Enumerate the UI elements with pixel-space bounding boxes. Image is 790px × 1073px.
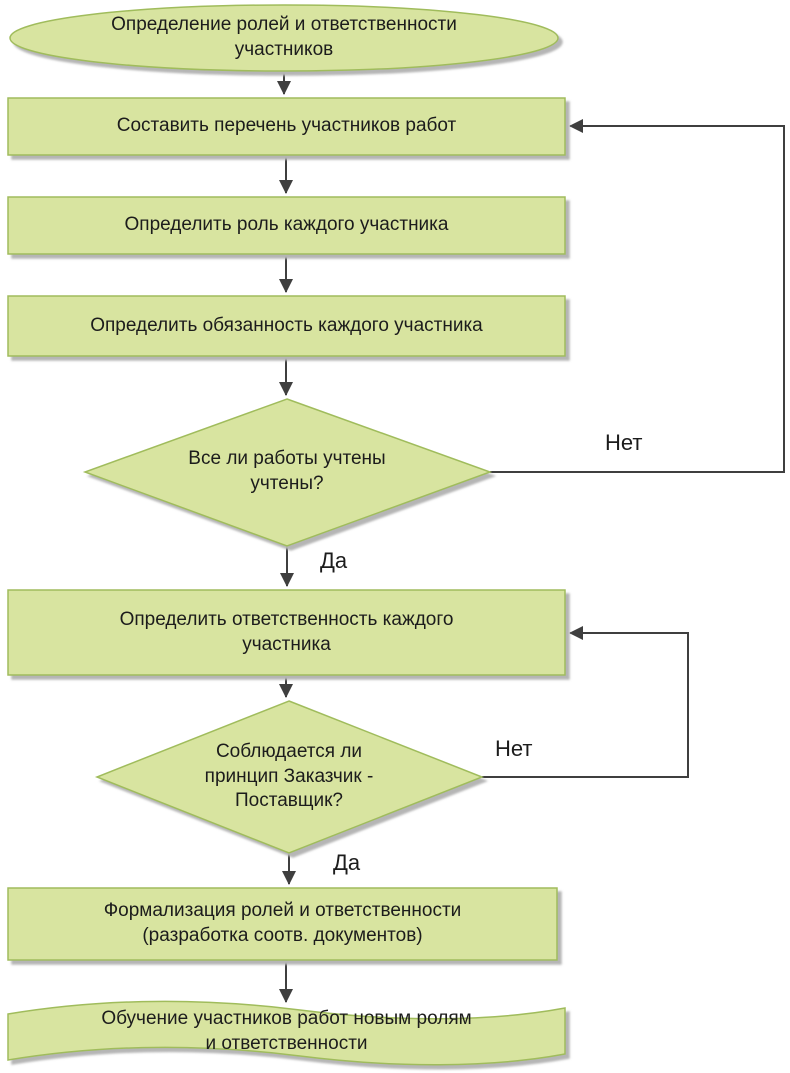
start-terminator-label: Определение ролей и ответственности учас… [111,14,457,60]
start-terminator-shape [9,4,559,72]
loop-decision1-no-arrow [490,119,785,473]
process4-shape [7,589,566,676]
decision1-yes-label: Да [320,548,348,573]
process5-shape [7,887,558,961]
process1-shape [7,97,566,156]
process4-label: Определить ответственность каждого участ… [119,608,454,655]
decision1-no-label: Нет [605,430,643,455]
process3-shape [7,295,566,357]
process5-label: Формализация ролей и ответственности (ра… [103,900,462,946]
process1-label: Составить перечень участников работ [116,115,457,137]
decision2-label: Соблюдается ли принцип Заказчик - Постав… [204,740,374,812]
process2-shape [7,196,566,255]
process2-label: Определить роль каждого участника [124,214,449,236]
tape-label: Обучение участников работ новым ролям и … [101,1008,472,1054]
decision2-diamond-shape [94,700,485,854]
decision2-no-label: Нет [495,736,533,761]
decision1-diamond-shape [82,398,493,547]
decision2-yes-label: Да [333,850,361,875]
decision1-label: Все ли работы учтены учтены? [188,448,386,494]
loop-decision2-no-arrow [482,626,689,778]
tape-shape [7,1000,566,1066]
process3-label: Определить обязанность каждого участника [90,314,483,336]
